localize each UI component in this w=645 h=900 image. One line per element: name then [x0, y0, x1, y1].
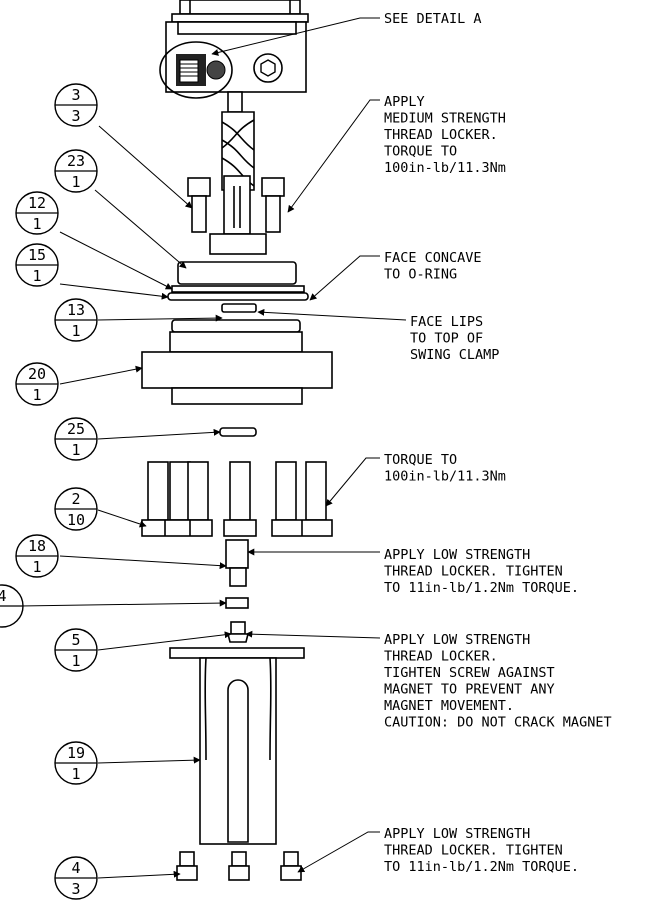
note-line: MAGNET MOVEMENT.: [384, 698, 514, 714]
note-line: THREAD LOCKER.: [384, 127, 498, 143]
note-line: MEDIUM STRENGTH: [384, 111, 506, 127]
tube-housing-part: [169, 647, 305, 845]
balloon-item-number: 5: [71, 631, 80, 649]
top-body-part: [165, 0, 309, 93]
balloon-item-number: 4: [71, 859, 80, 877]
balloon-quantity: 10: [67, 511, 85, 529]
note-line: TIGHTEN SCREW AGAINST: [384, 665, 555, 681]
assembly-note: SEE DETAIL A: [384, 11, 482, 27]
item-balloon: 33: [54, 83, 98, 127]
note-line: THREAD LOCKER. TIGHTEN: [384, 843, 563, 859]
item-balloon: 251: [54, 417, 98, 461]
note-line: 100in-lb/11.3Nm: [384, 469, 506, 485]
balloon-item-number: 18: [28, 537, 46, 555]
leader-lines: [19, 17, 407, 879]
note-line: TO O-RING: [384, 267, 457, 283]
bottom-screws-part: [176, 851, 302, 881]
note-line: APPLY LOW STRENGTH: [384, 826, 530, 842]
parts-group: [141, 0, 333, 881]
key-part: [219, 427, 257, 437]
detail-a-circle: [159, 41, 233, 99]
balloon-quantity: 1: [71, 173, 80, 191]
note-line: MAGNET TO PREVENT ANY: [384, 682, 555, 698]
balloon-item-number: 25: [67, 420, 85, 438]
item-balloon: 121: [15, 191, 59, 235]
item-balloon: 151: [15, 243, 59, 287]
seal-part: [221, 303, 257, 313]
note-line: TO 11in-lb/1.2Nm TORQUE.: [384, 859, 579, 875]
balloon-quantity: 1: [32, 386, 41, 404]
note-line: 100in-lb/11.3Nm: [384, 160, 506, 176]
o-ring-part: [167, 292, 309, 301]
balloon-item-number: 4: [0, 587, 7, 605]
note-line: APPLY: [384, 94, 425, 110]
note-line: THREAD LOCKER.: [384, 649, 498, 665]
balloon-quantity: 1: [32, 215, 41, 233]
note-line: SWING CLAMP: [410, 347, 499, 363]
pin-part: [225, 539, 249, 587]
item-balloon: 51: [54, 628, 98, 672]
balloon-item-number: 15: [28, 246, 46, 264]
note-line: TO 11in-lb/1.2Nm TORQUE.: [384, 580, 579, 596]
balloon-quantity: 1: [71, 765, 80, 783]
item-balloon: 231: [54, 149, 98, 193]
item-balloon: 210: [54, 487, 98, 531]
twist-stem-part: [209, 91, 267, 255]
item-balloon: 43: [54, 856, 98, 900]
note-line: APPLY LOW STRENGTH: [384, 547, 530, 563]
note-line: THREAD LOCKER. TIGHTEN: [384, 564, 563, 580]
balloon-quantity: 1: [71, 441, 80, 459]
balloon-item-number: 3: [71, 86, 80, 104]
note-line: TORQUE TO: [384, 452, 457, 468]
balloon-item-number: 12: [28, 194, 46, 212]
balloon-item-number: 13: [67, 301, 85, 319]
balloon-item-number: 23: [67, 152, 85, 170]
small-screw-part: [226, 621, 250, 643]
balloon-quantity: 3: [71, 107, 80, 125]
note-line: TO TOP OF: [410, 331, 483, 347]
note-line: TORQUE TO: [384, 144, 457, 160]
note-line: FACE CONCAVE: [384, 250, 482, 266]
note-line: FACE LIPS: [410, 314, 483, 330]
flange-part: [177, 261, 297, 285]
cap-screws-part: [187, 177, 285, 233]
balloon-quantity: 3: [71, 880, 80, 898]
bolts-part: [141, 461, 333, 537]
balloon-quantity: 1: [71, 652, 80, 670]
item-balloon: 4: [0, 584, 24, 628]
item-balloon: 201: [15, 362, 59, 406]
item-balloon: 131: [54, 298, 98, 342]
plate-part: [171, 285, 305, 293]
balloon-quantity: 1: [32, 267, 41, 285]
balloon-item-number: 20: [28, 365, 46, 383]
note-line: APPLY LOW STRENGTH: [384, 632, 530, 648]
item-balloon: 181: [15, 534, 59, 578]
swing-clamp-part: [141, 319, 333, 405]
balloon-item-number: 2: [71, 490, 80, 508]
note-line: SEE DETAIL A: [384, 11, 482, 27]
balloon-quantity: 1: [32, 558, 41, 576]
balloon-item-number: 19: [67, 744, 85, 762]
item-balloon: 191: [54, 741, 98, 785]
balloon-quantity: 1: [71, 322, 80, 340]
note-line: CAUTION: DO NOT CRACK MAGNET: [384, 715, 612, 731]
magnet-part: [225, 597, 249, 609]
